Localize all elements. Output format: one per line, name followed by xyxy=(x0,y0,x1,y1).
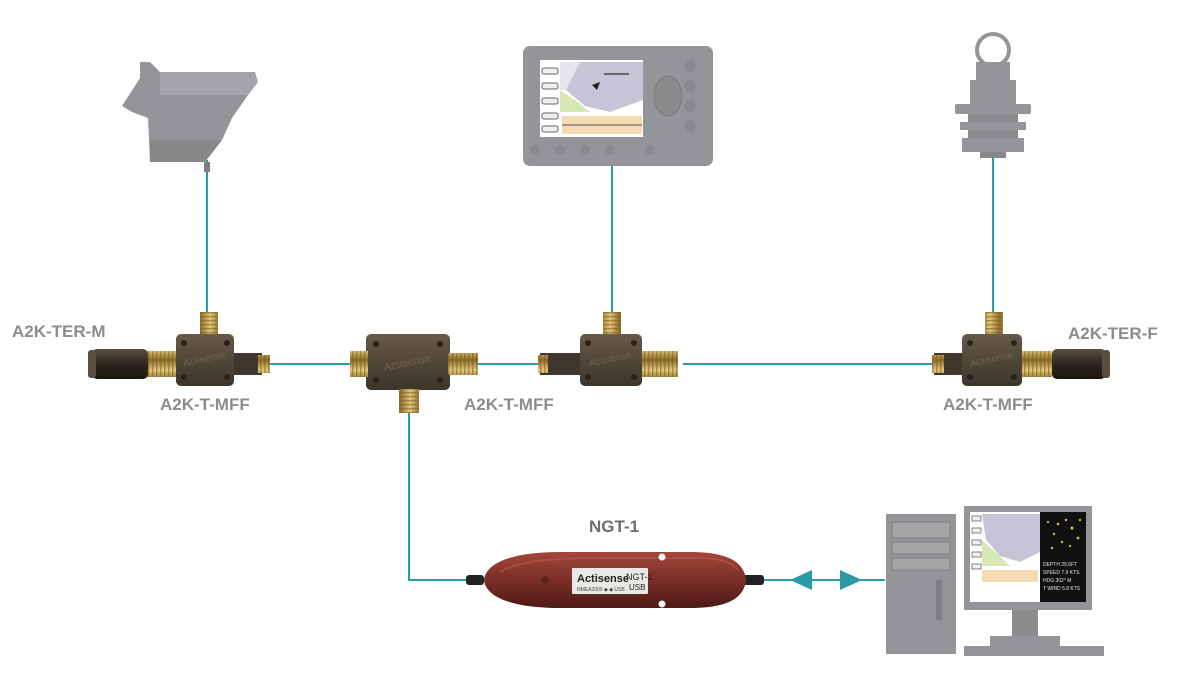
computer-icon: DEPTH 25.6FT SPEED 7.9 KTS HDG 302° M T … xyxy=(886,506,1104,656)
svg-text:DEPTH 25.6FT: DEPTH 25.6FT xyxy=(1043,562,1077,568)
svg-text:Actisense: Actisense xyxy=(577,573,629,585)
chartplotter-icon xyxy=(523,46,713,166)
svg-text:HDG 302° M: HDG 302° M xyxy=(1043,578,1071,584)
terminator-male xyxy=(88,349,148,379)
ngt1-gateway: Actisense NGT-1 USB NMEA2000 ◆ ◆ USB xyxy=(466,552,764,608)
terminator-female xyxy=(1052,349,1110,379)
label-tee-middle: A2K-T-MFF xyxy=(464,395,554,414)
sensor-icon xyxy=(955,32,1031,158)
svg-text:USB: USB xyxy=(629,583,645,592)
tee-connector-middle: Actisense xyxy=(538,312,678,386)
bidirectional-arrow-icon xyxy=(790,570,862,590)
tee-connector-ngt: Actisense xyxy=(350,334,478,413)
svg-text:T WIND 5.8 KTS: T WIND 5.8 KTS xyxy=(1043,586,1081,592)
svg-text:SPEED 7.9 KTS: SPEED 7.9 KTS xyxy=(1043,570,1080,576)
backbone-cables xyxy=(206,158,994,581)
label-terminator-male: A2K-TER-M xyxy=(12,322,106,341)
tee-connector-right: Actisense xyxy=(932,312,1052,386)
transducer-icon xyxy=(122,62,258,172)
label-ngt1: NGT-1 xyxy=(589,517,640,536)
label-tee-left: A2K-T-MFF xyxy=(160,395,250,414)
tee-connector-left: Actisense xyxy=(146,312,270,386)
svg-text:NGT-1: NGT-1 xyxy=(626,572,653,582)
svg-text:NMEA2000 ◆ ◆ USB: NMEA2000 ◆ ◆ USB xyxy=(577,587,625,593)
label-tee-right: A2K-T-MFF xyxy=(943,395,1033,414)
drop-cable-ngt1 xyxy=(408,412,470,581)
label-terminator-female: A2K-TER-F xyxy=(1068,324,1158,343)
